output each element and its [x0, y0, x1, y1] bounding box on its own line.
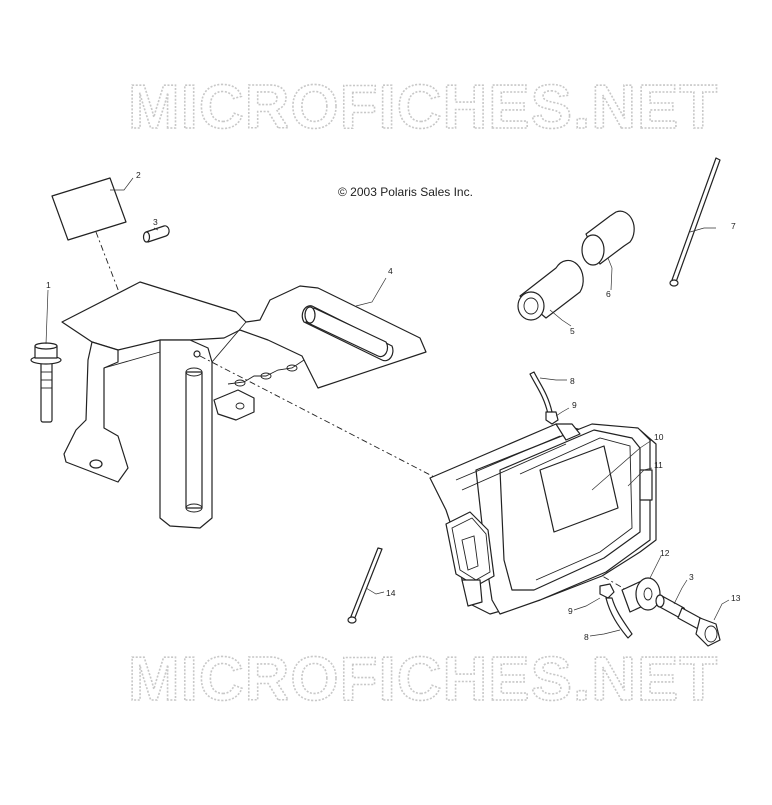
callout-11: 11	[654, 460, 663, 470]
part-7-cable-tie	[669, 157, 721, 287]
callout-9-bottom: 9	[568, 606, 573, 616]
callout-3-top: 3	[153, 217, 158, 227]
leader-lines	[45, 177, 730, 637]
callout-3-bottom: 3	[689, 572, 694, 582]
part-14-cable-tie	[347, 547, 383, 624]
part-13-bolt	[677, 607, 721, 647]
part-4-bumper	[304, 306, 389, 358]
part-9-terminal-top	[545, 411, 559, 425]
watermark-top: MICROFICHES.NET	[128, 73, 718, 142]
callout-10: 10	[654, 432, 664, 442]
part-1-bolt	[30, 342, 62, 423]
callout-14: 14	[386, 588, 396, 598]
ecu-module	[429, 423, 657, 615]
callout-12: 12	[660, 548, 670, 558]
callout-8-bottom: 8	[584, 632, 589, 642]
callout-5: 5	[570, 326, 575, 336]
main-bracket	[61, 281, 427, 529]
part-2-decal	[51, 177, 127, 301]
part-9-terminal-bottom	[599, 583, 615, 599]
watermark-bottom: MICROFICHES.NET	[128, 645, 718, 714]
assembly-line-1	[199, 355, 441, 481]
callout-4: 4	[388, 266, 393, 276]
callout-7: 7	[731, 221, 736, 231]
part-6-cap	[581, 210, 635, 266]
callout-6: 6	[606, 289, 611, 299]
callout-13: 13	[731, 593, 741, 603]
callout-2: 2	[136, 170, 141, 180]
callout-1: 1	[46, 280, 51, 290]
part-5-boot	[517, 259, 584, 321]
part-12-grommet	[621, 577, 661, 613]
callout-9-top: 9	[572, 400, 577, 410]
copyright-text: © 2003 Polaris Sales Inc.	[338, 185, 473, 199]
wire-tie-chain	[227, 359, 305, 387]
part-8-wire-bottom	[605, 597, 633, 639]
part-3-sleeve-top	[142, 225, 170, 243]
callout-8-top: 8	[570, 376, 575, 386]
